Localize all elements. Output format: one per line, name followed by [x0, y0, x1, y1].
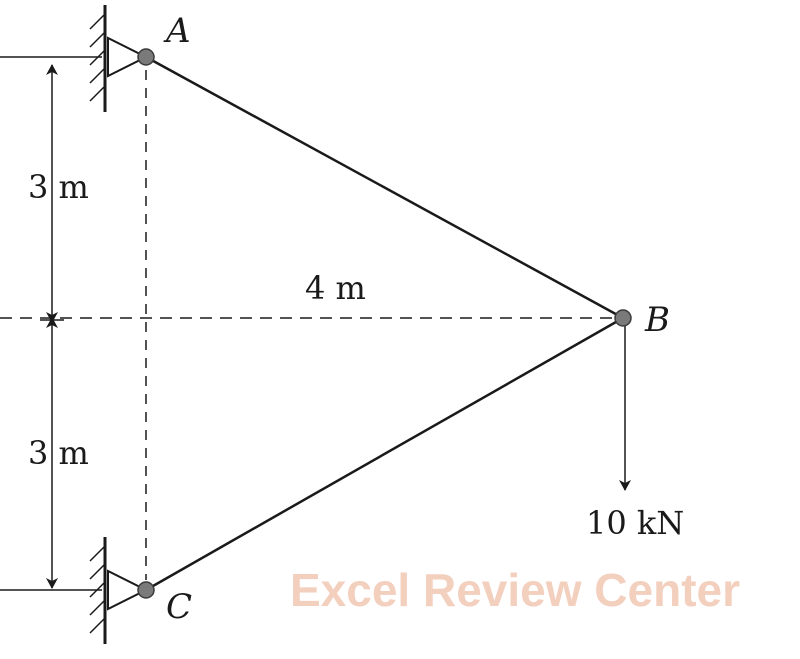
- joint-b: [614, 309, 632, 327]
- pin-support-c: [107, 569, 149, 611]
- point-label-b: B: [644, 300, 670, 340]
- pin-support-a: [107, 36, 149, 78]
- point-label-c: C: [166, 587, 192, 627]
- wall-support-a: [89, 5, 107, 112]
- joint-c: [137, 581, 155, 599]
- joint-a: [137, 48, 155, 66]
- dimension-label-horizontal: 4 m: [305, 269, 366, 307]
- point-label-a: A: [163, 11, 191, 51]
- dimension-label-upper: 3 m: [28, 168, 89, 206]
- load-label: 10 kN: [586, 504, 684, 542]
- dimension-label-lower: 3 m: [28, 434, 89, 472]
- member-bc: [145, 316, 624, 592]
- wall-support-c: [89, 537, 107, 644]
- member-ab: [145, 55, 624, 320]
- watermark-text: Excel Review Center: [290, 564, 740, 616]
